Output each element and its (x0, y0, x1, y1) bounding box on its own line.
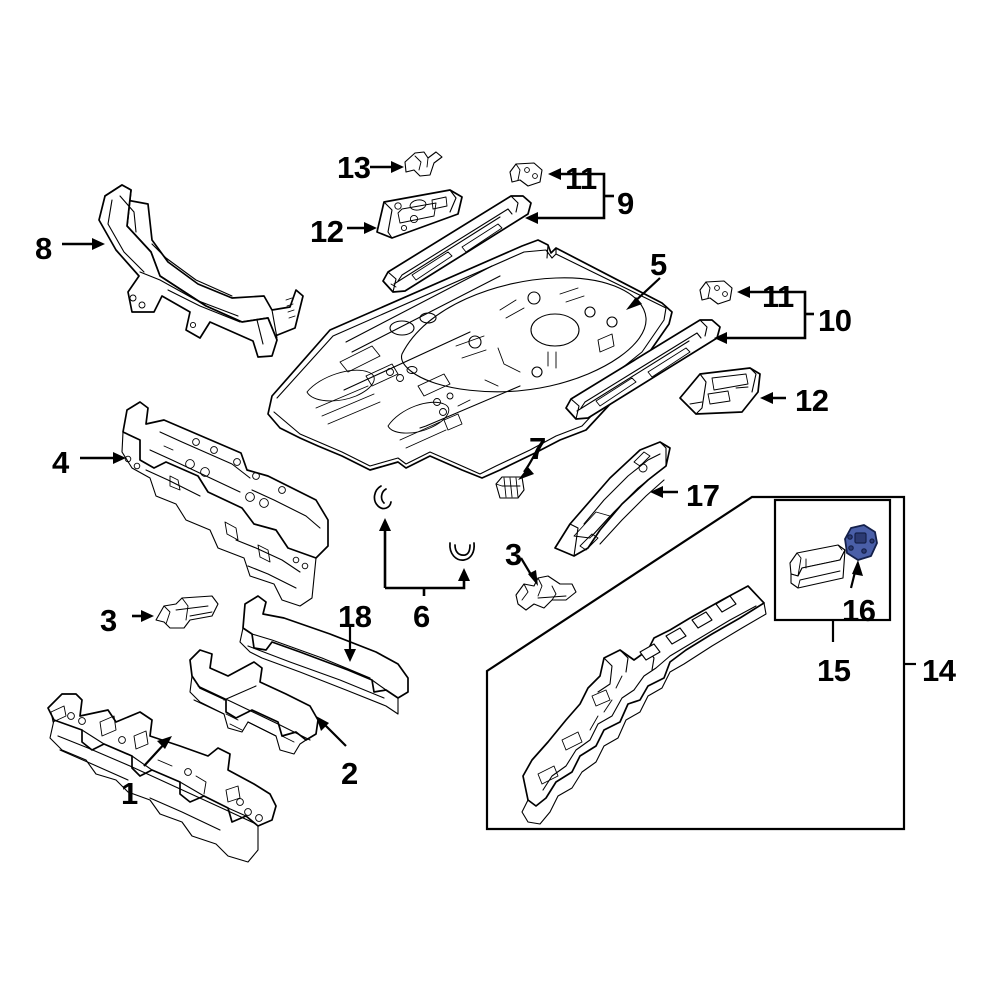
part-5-rear-floor-pan (267, 239, 673, 479)
callout-7[interactable]: 7 (529, 431, 546, 466)
callout-15[interactable]: 15 (817, 653, 851, 688)
callout-12-left[interactable]: 12 (310, 214, 344, 249)
leader-6 (379, 518, 470, 596)
part-11-right-rail-end-bracket (699, 280, 733, 305)
part-12-right-reinforcement-plate (679, 367, 761, 415)
callout-1[interactable]: 1 (121, 776, 138, 811)
leader-2 (316, 716, 347, 747)
callout-3-left[interactable]: 3 (100, 603, 117, 638)
callout-8[interactable]: 8 (35, 231, 52, 266)
callout-18[interactable]: 18 (338, 599, 372, 634)
part-13-small-clip-bracket (404, 151, 443, 177)
part-3-left-bracket (155, 595, 219, 629)
part-9-left-rail (382, 195, 532, 293)
part-17-rear-rail-extension (554, 441, 671, 557)
part-12-left-reinforcement-plate (376, 189, 463, 239)
leader-5 (626, 277, 661, 310)
part-11-left-rail-end-bracket (509, 162, 543, 187)
part-16-highlighted-gusset-plate (844, 524, 878, 561)
part-6-clip-b (449, 542, 475, 561)
part-1-rear-lower-panel (47, 693, 277, 863)
callout-14[interactable]: 14 (922, 653, 956, 688)
leader-8 (62, 238, 105, 250)
leader-18 (344, 624, 356, 662)
callout-13[interactable]: 13 (337, 150, 371, 185)
leader-12-right (760, 392, 786, 404)
callout-9[interactable]: 9 (617, 186, 634, 221)
callout-6[interactable]: 6 (413, 599, 430, 634)
leader-1 (143, 736, 172, 767)
part-7-small-reinforcement (495, 476, 525, 499)
leader-17 (650, 486, 678, 498)
part-8-rear-upper-crossmember (98, 184, 304, 358)
callout-3-right[interactable]: 3 (505, 537, 522, 572)
part-3-right-bracket (515, 575, 577, 611)
leader-10 (714, 286, 814, 344)
callout-4[interactable]: 4 (52, 445, 69, 480)
callout-5[interactable]: 5 (650, 247, 667, 282)
part-2-rear-floor-crossmember (189, 649, 319, 755)
callout-11-left[interactable]: 11 (565, 161, 597, 196)
leader-16 (849, 560, 863, 589)
part-10-right-rail (565, 319, 721, 420)
leader-4 (80, 452, 126, 464)
part-6-clip-a (373, 485, 392, 510)
leader-13 (370, 161, 404, 173)
part-18-front-floor-crossmember (239, 595, 409, 715)
part-4-rear-wheelhouse-rail (121, 401, 329, 607)
callout-10[interactable]: 10 (818, 303, 852, 338)
leader-9 (525, 168, 614, 224)
leader-12-left (347, 222, 377, 234)
part-15-channel-reinforcement (789, 544, 846, 589)
callout-12-right[interactable]: 12 (795, 383, 829, 418)
leader-3-left (132, 610, 154, 622)
leader-7 (518, 447, 539, 480)
callout-16[interactable]: 16 (842, 593, 876, 628)
part-14-rail-assembly (521, 585, 767, 825)
callout-11-right[interactable]: 11 (762, 279, 794, 314)
callout-2[interactable]: 2 (341, 756, 358, 791)
leader-3-right (520, 557, 538, 586)
callout-17[interactable]: 17 (686, 478, 720, 513)
